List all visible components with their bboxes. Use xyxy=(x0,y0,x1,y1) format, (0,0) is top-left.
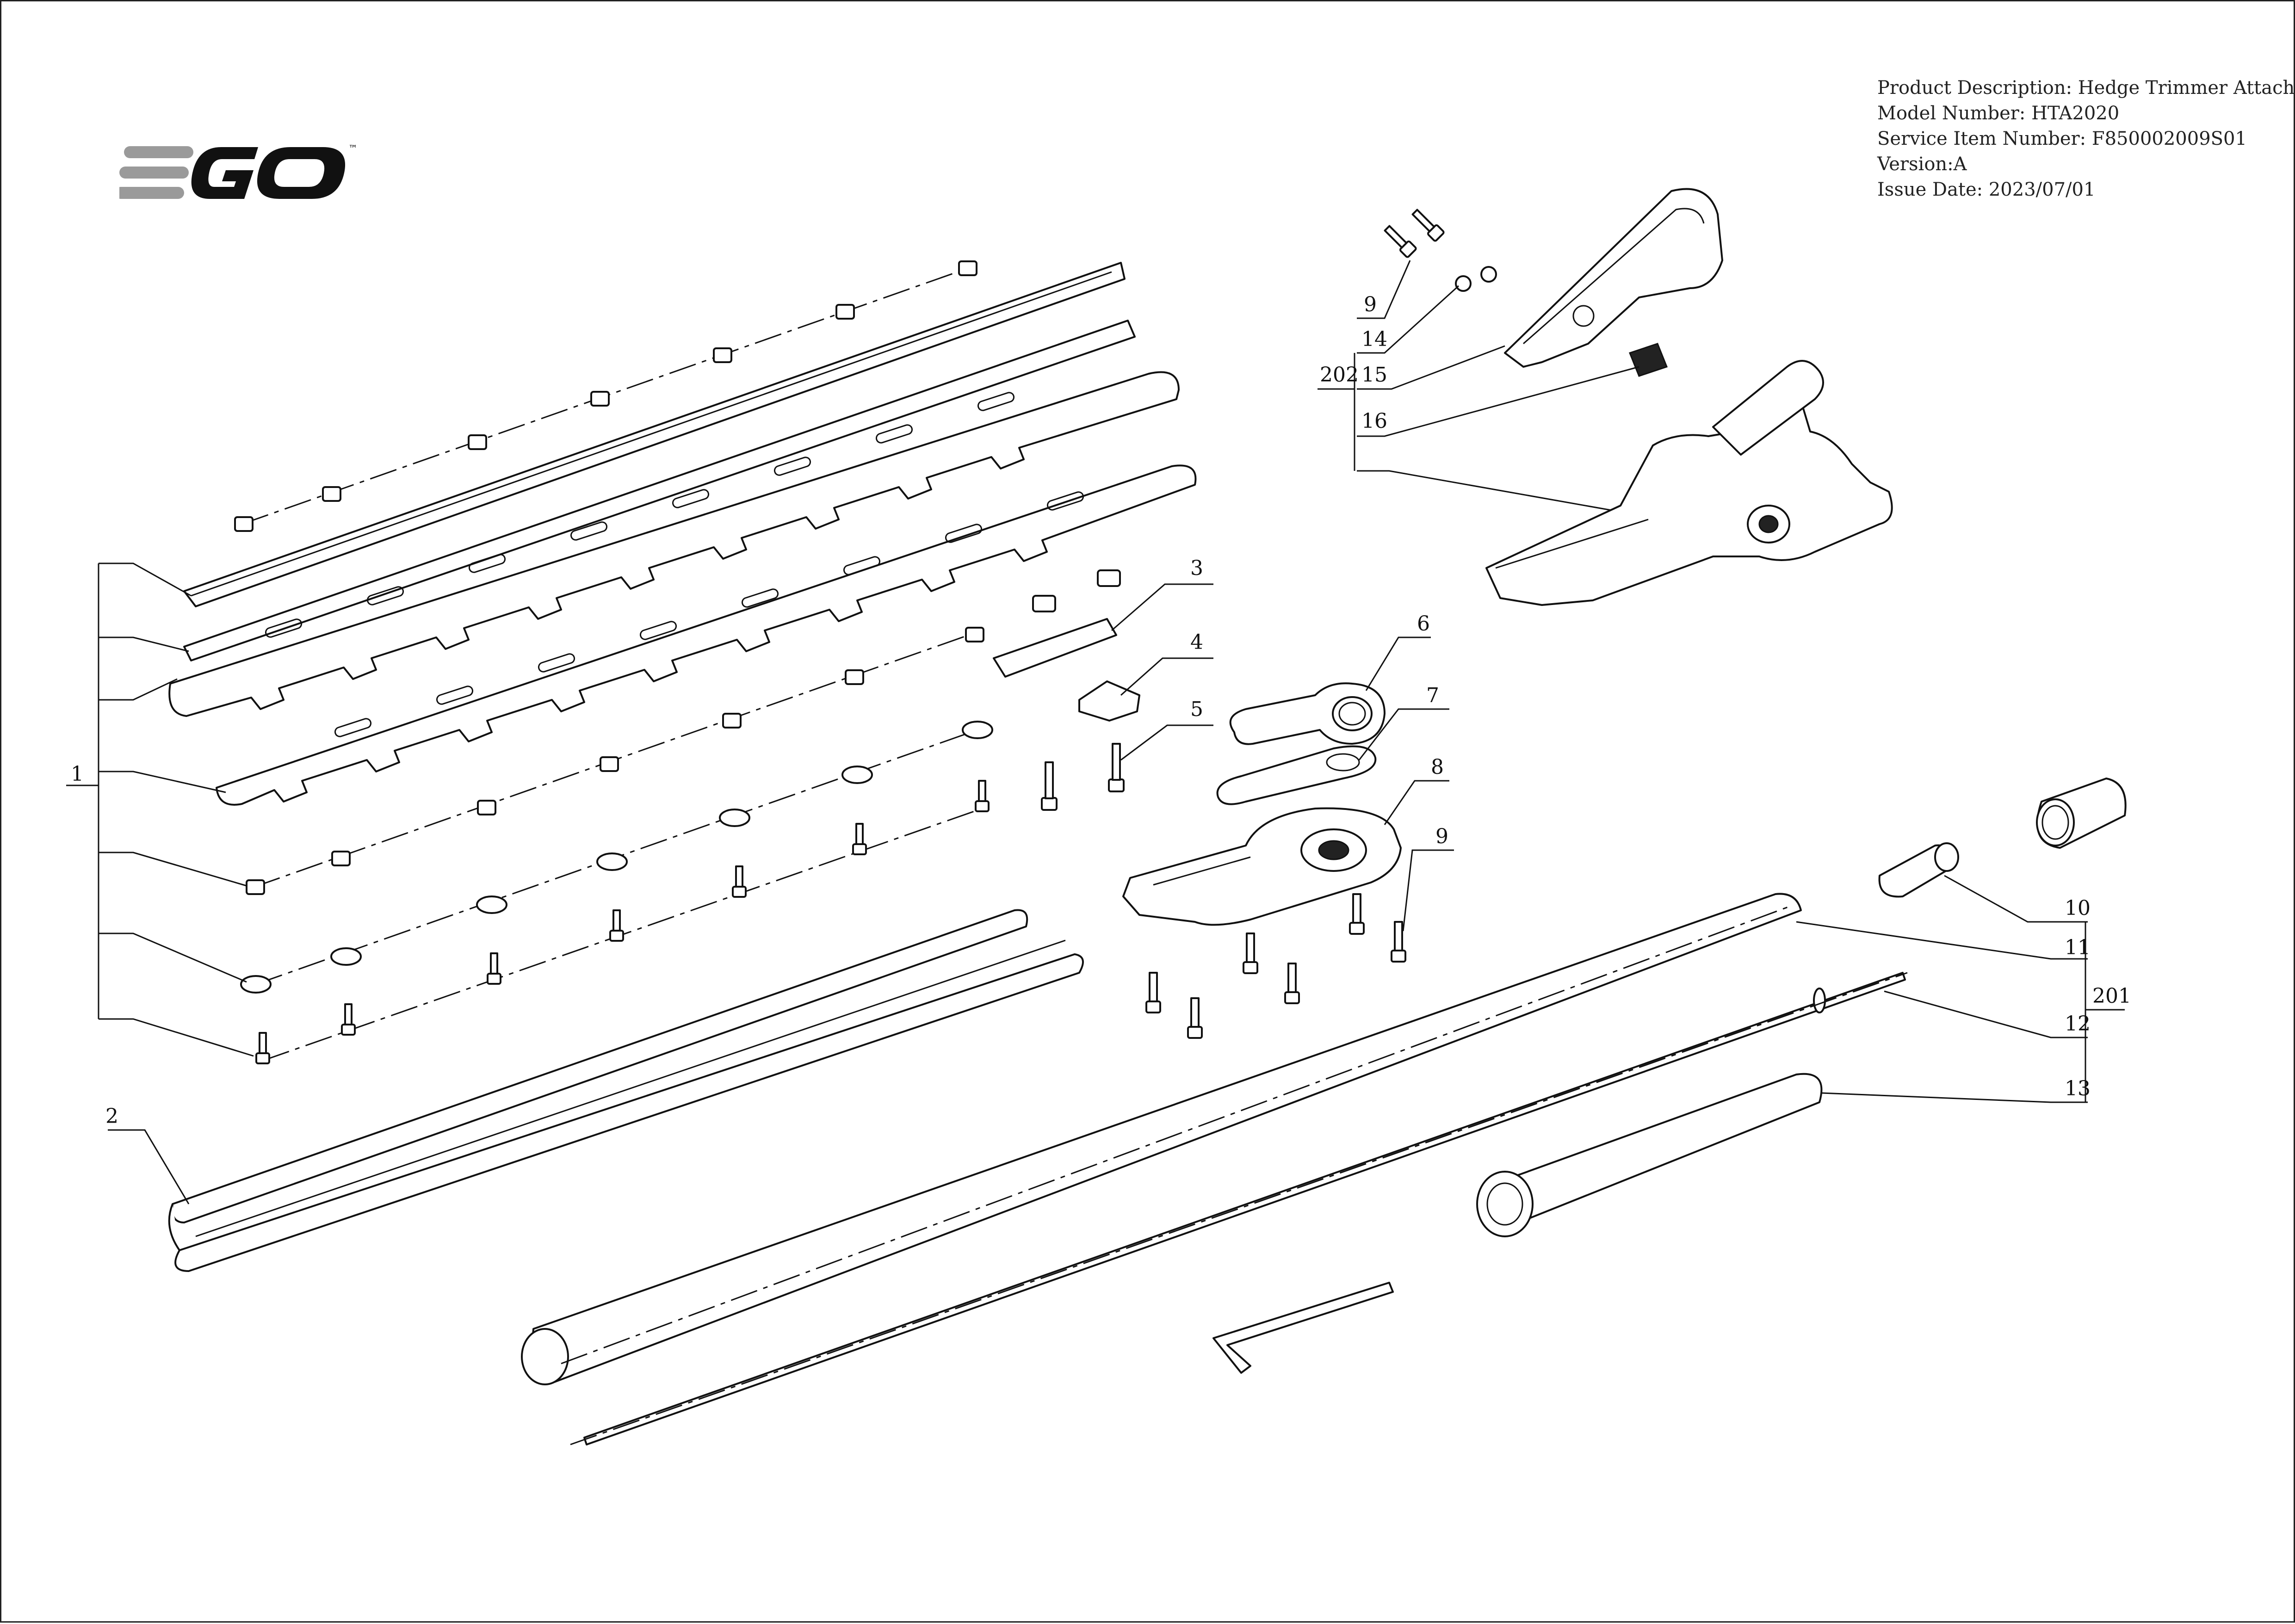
motor-tube xyxy=(1712,360,1824,456)
callout-202: 202 xyxy=(1320,363,1359,387)
lower-nuts xyxy=(246,627,984,895)
nut-part-3b xyxy=(1097,569,1121,587)
blade-assembly xyxy=(168,260,1197,1064)
callout-parts-3-4-5: 3 4 5 xyxy=(993,556,1213,811)
nut-part-3 xyxy=(1032,595,1056,612)
foam-grip: 13 xyxy=(1476,1073,2091,1237)
callout-6: 6 xyxy=(1417,612,1430,636)
coupler-parts: 10 201 xyxy=(1878,778,2131,1102)
gasket xyxy=(1216,745,1377,805)
callout-9-lower: 9 xyxy=(1435,825,1448,848)
set-screw xyxy=(1629,343,1668,377)
lower-cutting-blade xyxy=(216,464,1197,806)
callout-1: 1 xyxy=(71,762,84,786)
callout-11: 11 xyxy=(2065,936,2091,959)
housing-screws xyxy=(1145,893,1406,1039)
issue-date: Issue Date: 2023/07/01 xyxy=(1877,179,2096,200)
callout-13: 13 xyxy=(2065,1077,2091,1100)
hex-key xyxy=(1212,1282,1394,1374)
version: Version:A xyxy=(1877,154,1967,175)
bolt-part-5 xyxy=(1108,743,1125,792)
callout-15: 15 xyxy=(1361,363,1387,387)
callout-8: 8 xyxy=(1431,755,1444,779)
gearbox-lower-parts: 6 7 8 9 xyxy=(1122,612,1454,1039)
washers xyxy=(240,721,993,994)
handle-screws xyxy=(1384,209,1445,258)
drive-shaft: 12 xyxy=(570,972,2091,1445)
callout-9-upper: 9 xyxy=(1364,293,1377,316)
callout-16: 16 xyxy=(1361,409,1387,433)
service-item-number: Service Item Number: F850002009S01 xyxy=(1877,128,2247,149)
title-block: Product Description: Hedge Trimmer Attac… xyxy=(1877,75,2295,203)
gearbox-housing xyxy=(1485,384,1893,606)
callout-201: 201 xyxy=(2092,984,2131,1008)
callout-4: 4 xyxy=(1190,630,1203,654)
callout-5: 5 xyxy=(1190,698,1203,721)
callout-7: 7 xyxy=(1426,684,1439,707)
callout-12: 12 xyxy=(2065,1012,2091,1036)
callout-2: 2 xyxy=(105,1105,118,1128)
upper-blade-slots xyxy=(265,392,1015,638)
blade-rail xyxy=(183,262,1126,607)
callout-10: 10 xyxy=(2065,896,2091,920)
shaft-tube: 11 xyxy=(521,893,2091,1385)
lower-blade-slots xyxy=(334,491,1084,737)
gearbox-upper-assembly: 9 14 15 16 202 xyxy=(1318,188,1893,606)
callout-3: 3 xyxy=(1190,556,1203,580)
ego-logo: ™ xyxy=(119,143,358,199)
upper-cutting-blade xyxy=(168,371,1180,717)
trademark-mark: ™ xyxy=(348,143,358,154)
blade-screws xyxy=(255,780,990,1064)
blade-cover-plate xyxy=(993,618,1117,678)
handle-bracket xyxy=(1504,188,1723,368)
bumper-bar: 2 xyxy=(105,909,1084,1272)
callout-14: 14 xyxy=(1361,327,1387,351)
product-description: Product Description: Hedge Trimmer Attac… xyxy=(1877,77,2295,99)
blade-plate xyxy=(183,320,1136,661)
retaining-clip xyxy=(1078,680,1140,722)
model-number: Model Number: HTA2020 xyxy=(1877,103,2120,124)
callout-1-leaders: 1 xyxy=(66,562,254,1057)
top-nuts xyxy=(234,260,977,532)
bolt-part-5b xyxy=(1041,761,1058,811)
